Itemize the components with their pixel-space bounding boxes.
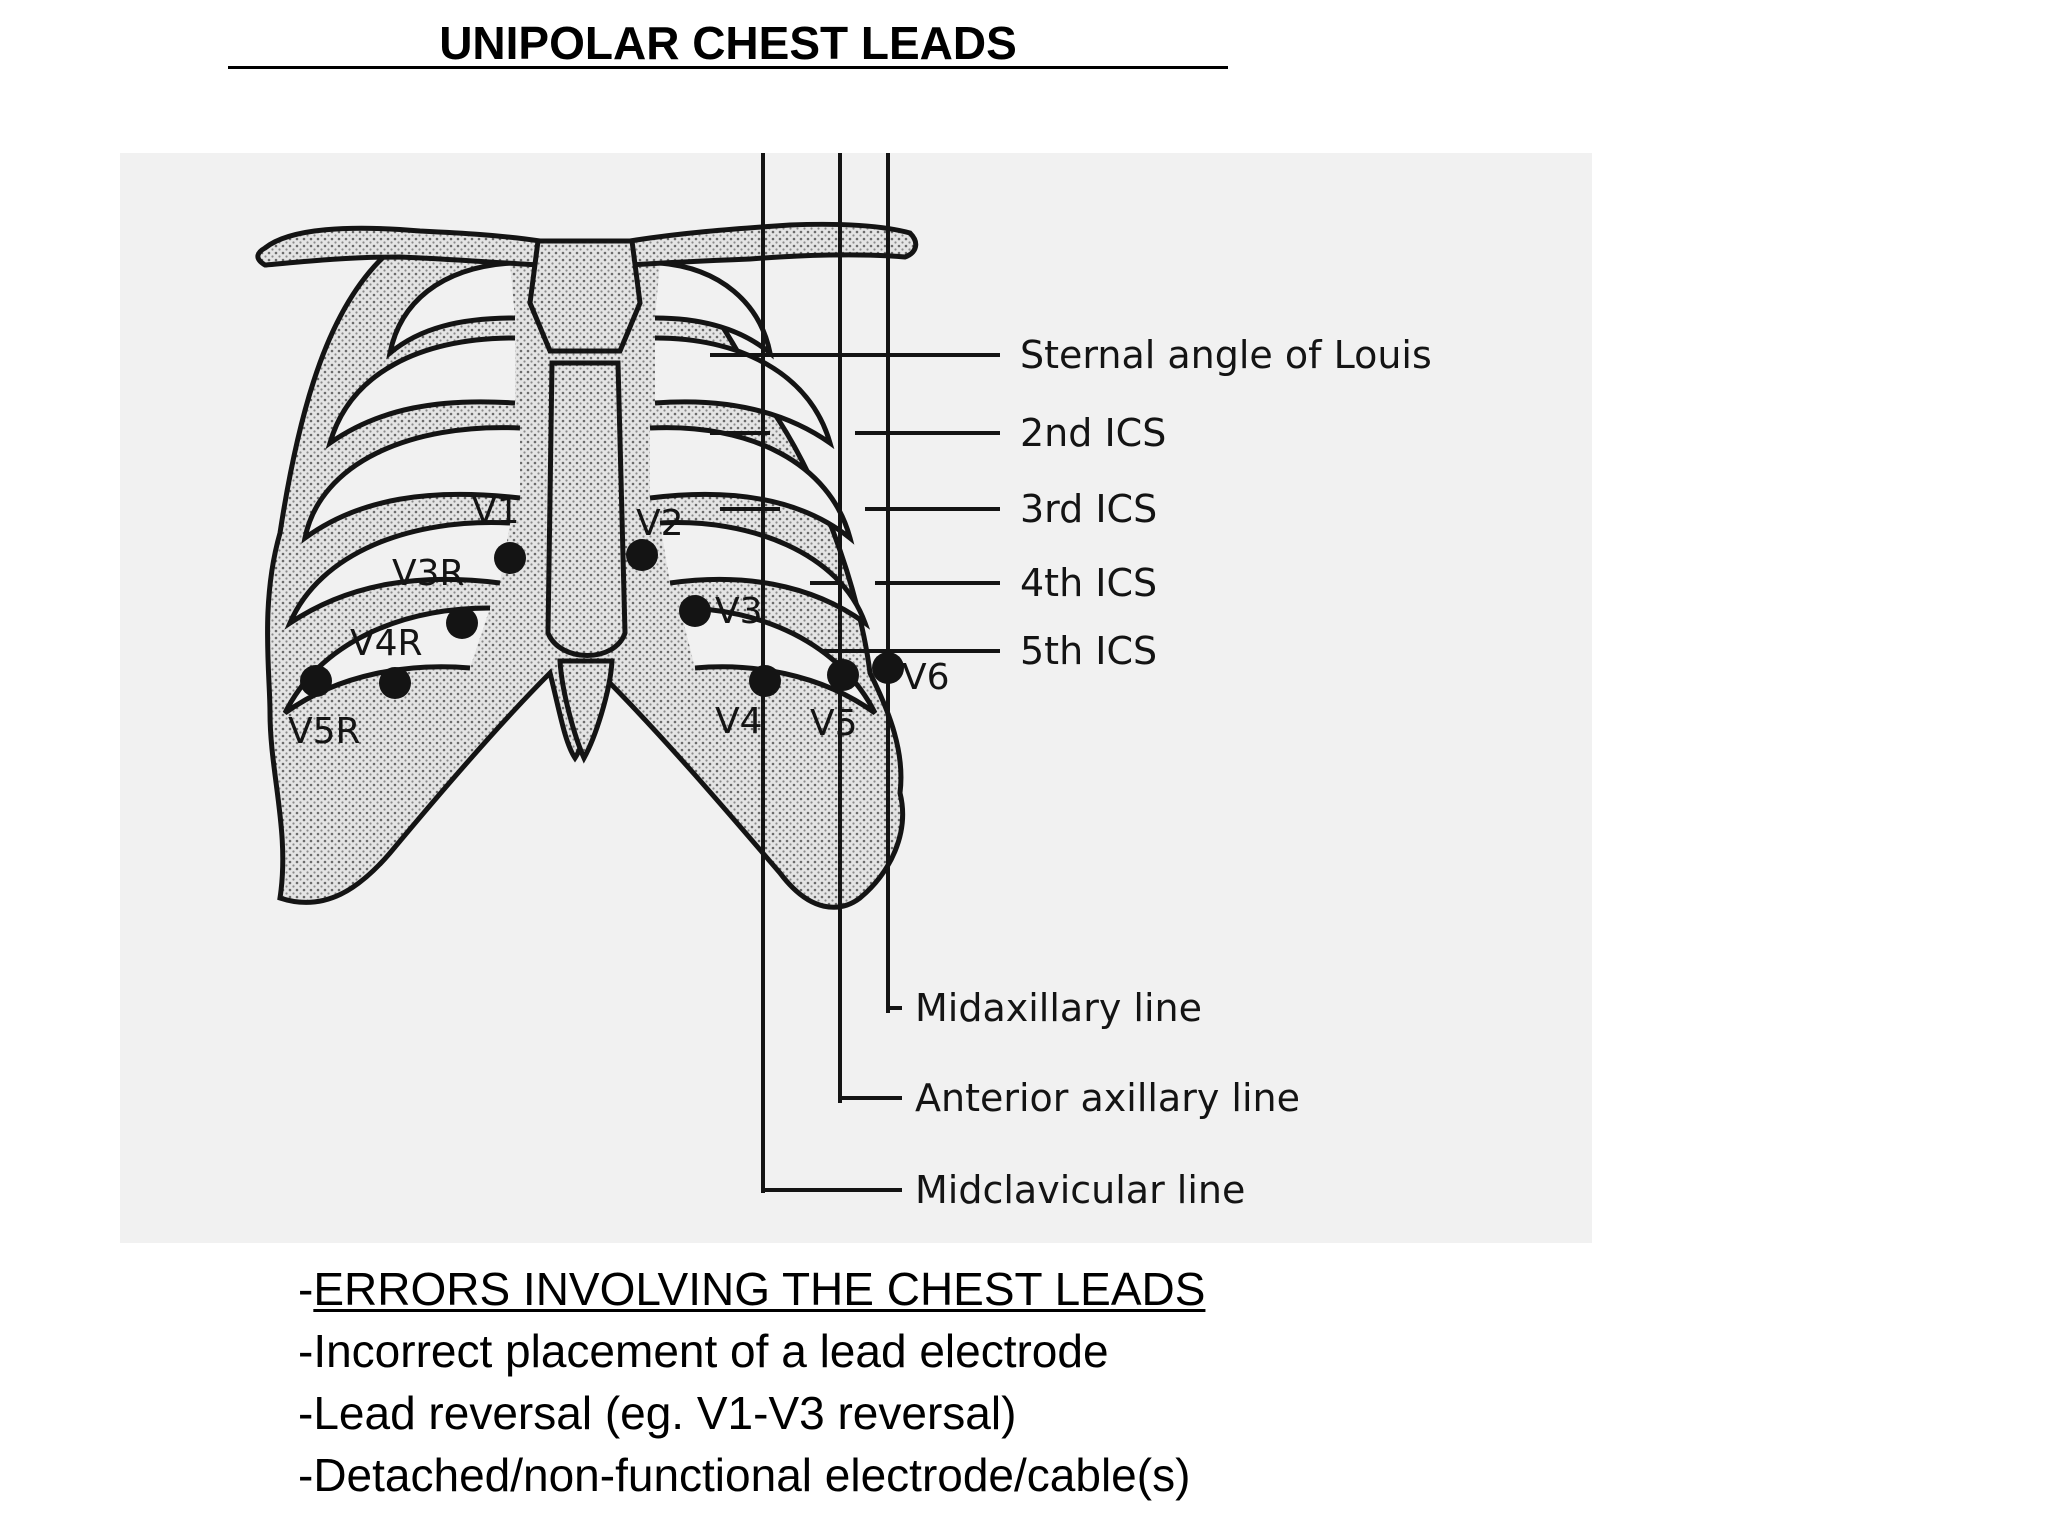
electrode-v6 (872, 652, 904, 684)
rib-right-2 (654, 335, 835, 450)
clavicle-left (255, 225, 543, 268)
notes-heading-prefix: - (298, 1263, 314, 1315)
label-v1: V1 (472, 491, 520, 532)
xiphoid-process (557, 658, 615, 764)
electrode-v3 (679, 595, 711, 627)
slide-title: UNIPOLAR CHEST LEADS (228, 12, 1228, 72)
electrode-v4r (379, 667, 411, 699)
label-v6: V6 (902, 657, 950, 698)
label-v3r: V3R (392, 553, 465, 594)
label-sternal-angle: Sternal angle of Louis (1020, 333, 1432, 377)
electrode-v5 (827, 659, 859, 691)
electrode-v5r (300, 665, 332, 697)
notes-list: -ERRORS INVOLVING THE CHEST LEADS -Incor… (298, 1258, 1498, 1506)
rib-left-5 (282, 605, 491, 716)
label-v4r: V4R (350, 623, 423, 664)
electrode-v3r (446, 607, 478, 639)
notes-heading: -ERRORS INVOLVING THE CHEST LEADS (298, 1258, 1498, 1320)
label-midaxillary-line: Midaxillary line (915, 986, 1202, 1030)
label-v3: V3 (715, 591, 763, 632)
sternum-manubrium (527, 238, 643, 354)
label-2nd-ics: 2nd ICS (1020, 411, 1166, 455)
notes-heading-text: ERRORS INVOLVING THE CHEST LEADS (313, 1263, 1206, 1315)
notes-item: -Lead reversal (eg. V1-V3 reversal) (298, 1387, 1017, 1439)
electrode-v1 (494, 542, 526, 574)
electrode-v4 (749, 665, 781, 697)
rib-left-1 (386, 260, 516, 360)
label-v5: V5 (810, 703, 858, 744)
label-anterior-axillary-line: Anterior axillary line (915, 1076, 1300, 1120)
label-v4: V4 (715, 701, 763, 742)
rib-left-4 (284, 520, 511, 630)
label-v2: V2 (636, 503, 684, 544)
label-v5r: V5R (288, 711, 361, 752)
notes-item: -Detached/non-functional electrode/cable… (298, 1449, 1191, 1501)
label-5th-ics: 5th ICS (1020, 629, 1157, 673)
notes-item: -Incorrect placement of a lead electrode (298, 1325, 1109, 1377)
title-underline (228, 66, 1228, 69)
rib-right-3 (649, 425, 855, 545)
rib-left-3 (301, 425, 521, 544)
rib-right-5 (679, 605, 878, 716)
clavicle-right (627, 221, 919, 268)
electrode-v2 (626, 539, 658, 571)
label-3rd-ics: 3rd ICS (1020, 487, 1157, 531)
label-midclavicular-line: Midclavicular line (915, 1168, 1245, 1212)
slide-title-text: UNIPOLAR CHEST LEADS (439, 17, 1017, 69)
rib-right-1 (654, 260, 774, 360)
sternum-body (545, 360, 628, 658)
rib-left-2 (325, 335, 516, 450)
chest-leads-diagram: Sternal angle of Louis 2nd ICS 3rd ICS 4… (120, 153, 1592, 1243)
label-4th-ics: 4th ICS (1020, 561, 1157, 605)
